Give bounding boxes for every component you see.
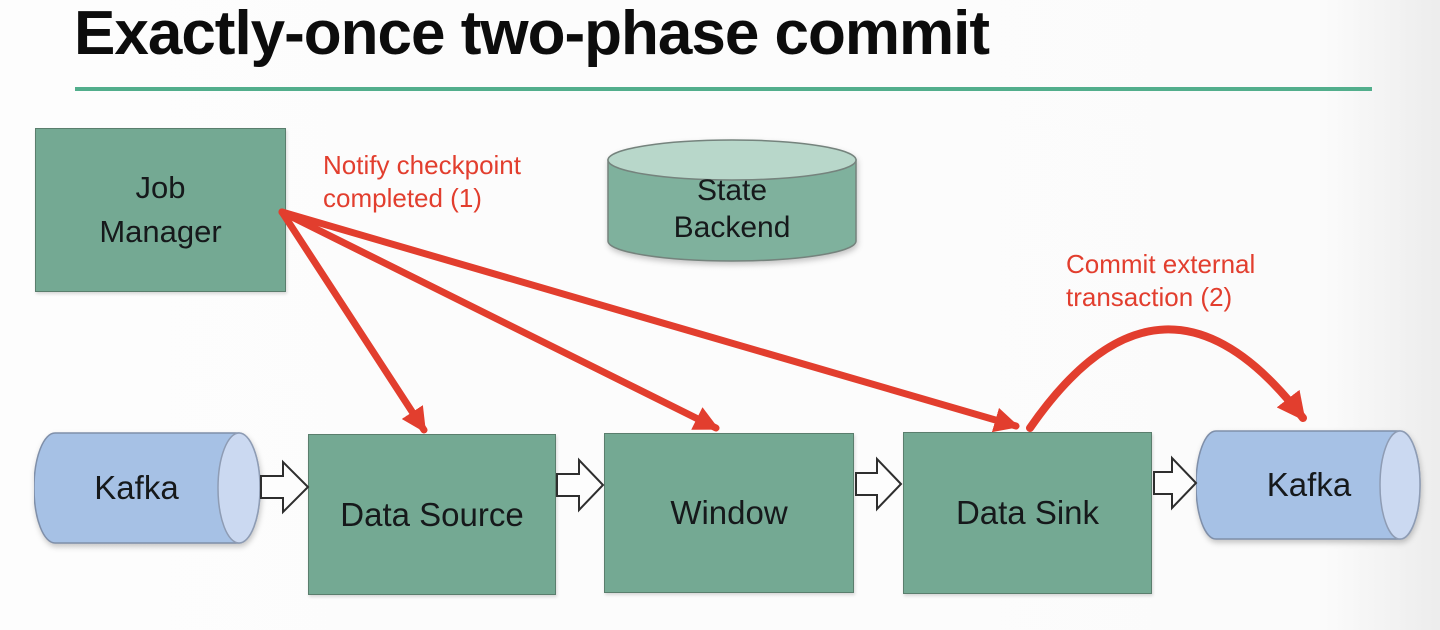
job-manager-label: Job Manager	[99, 170, 222, 249]
kafka-sink-cylinder-shape	[1196, 430, 1421, 540]
notify-arrow-to-data-source	[278, 208, 428, 434]
window-node: Window	[604, 433, 854, 593]
commit-external-annotation: Commit external transaction (2)	[1066, 249, 1256, 312]
data-source-label: Data Source	[340, 495, 524, 533]
page-title: Exactly-once two-phase commit	[74, 0, 990, 68]
commit-arc-sink-to-kafka	[1026, 325, 1307, 432]
kafka-source-node: Kafka	[34, 432, 262, 544]
notify-checkpoint-annotation: Notify checkpoint completed (1)	[323, 150, 521, 213]
flow-arrow-window-to-sink	[855, 456, 903, 512]
kafka-sink-label: Kafka	[1266, 466, 1352, 503]
data-sink-node: Data Sink	[903, 432, 1152, 594]
state-backend-node: State Backend	[607, 139, 857, 263]
kafka-sink-node: Kafka	[1196, 430, 1422, 540]
flow-arrow-source-to-window	[556, 457, 605, 513]
state-backend-label: State Backend	[673, 173, 791, 244]
flow-arrow-kafka-to-source	[260, 459, 310, 515]
flow-arrow-sink-to-kafka	[1153, 455, 1198, 511]
window-label: Window	[670, 494, 788, 531]
kafka-source-label: Kafka	[94, 469, 179, 506]
job-manager-node: Job Manager	[35, 128, 286, 292]
title-underline	[75, 87, 1372, 91]
data-source-node: Data Source	[308, 434, 556, 595]
data-sink-label: Data Sink	[955, 494, 1100, 531]
kafka-source-cylinder-shape	[34, 432, 261, 544]
